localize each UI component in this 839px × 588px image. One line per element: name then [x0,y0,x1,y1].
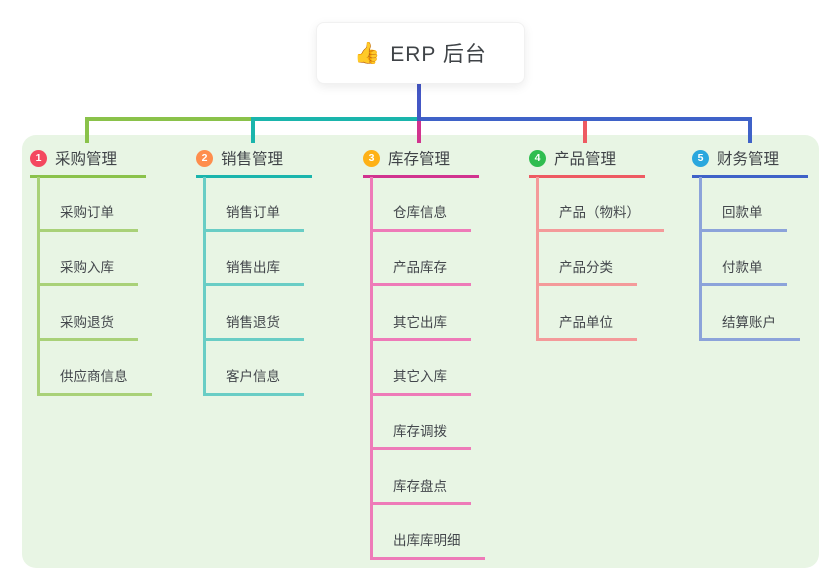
child-item[interactable]: 其它入库 [373,341,471,396]
branch-header-5[interactable]: 5 财务管理 [692,148,808,178]
child-item-label: 销售退货 [226,314,280,330]
root-node-label: ERP 后台 [390,43,487,66]
branch-label: 产品管理 [554,151,617,168]
child-item[interactable]: 客户信息 [206,341,304,396]
child-item-label: 库存盘点 [393,478,447,494]
branch-number-badge: 1 [30,149,47,167]
child-item[interactable]: 采购退货 [40,286,138,342]
child-item[interactable]: 回款单 [702,177,787,232]
root-node[interactable]: 👍 ERP 后台 [316,22,525,84]
child-item-label: 结算账户 [722,314,776,330]
branch-header-3[interactable]: 3 库存管理 [363,148,479,178]
child-item-label: 库存调拨 [393,423,447,439]
child-item[interactable]: 其它出库 [373,286,471,342]
child-item-label: 供应商信息 [60,369,128,385]
branch-children-4: 产品（物料） 产品分类产品单位 [536,177,664,342]
child-item-label: 客户信息 [226,369,280,385]
child-item-label: 回款单 [722,205,763,221]
child-item-label: 销售出库 [226,259,280,275]
branch-number-badge: 3 [363,149,380,167]
child-item[interactable]: 库存调拨 [373,396,471,451]
child-item[interactable]: 产品（物料） [539,177,664,232]
thumbs-up-icon: 👍 [354,41,381,65]
child-item[interactable]: 销售订单 [206,177,304,232]
branch-children-2: 销售订单销售出库销售退货客户信息 [203,177,304,396]
branch-number-badge: 2 [196,149,213,167]
branch-children-3: 仓库信息产品库存其它出库其它入库库存调拨库存盘点出库库明细 [370,177,485,560]
branch-children-1: 采购订单采购入库采购退货供应商信息 [37,177,152,396]
child-item[interactable]: 仓库信息 [373,177,471,232]
child-item-label: 产品（物料） [559,205,640,221]
child-item[interactable]: 出库库明细 [373,505,485,560]
branch-header-2[interactable]: 2 销售管理 [196,148,312,178]
branch-label: 采购管理 [55,151,118,168]
child-item-label: 采购订单 [60,205,114,221]
child-item[interactable]: 销售出库 [206,232,304,287]
child-item-label: 销售订单 [226,205,280,221]
child-item[interactable]: 产品分类 [539,232,637,287]
child-item[interactable]: 产品单位 [539,286,637,342]
child-item[interactable]: 采购订单 [40,177,138,232]
child-item-label: 产品库存 [393,259,447,275]
branch-number-badge: 5 [692,149,709,167]
branch-header-4[interactable]: 4 产品管理 [529,148,645,178]
child-item-label: 产品单位 [559,314,613,330]
child-item-label: 付款单 [722,259,763,275]
branch-number-badge: 4 [529,149,546,167]
child-item-label: 仓库信息 [393,205,447,221]
branch-label: 销售管理 [221,151,284,168]
child-item[interactable]: 供应商信息 [40,341,152,396]
child-item[interactable]: 付款单 [702,232,787,287]
child-item[interactable]: 销售退货 [206,286,304,342]
child-item[interactable]: 库存盘点 [373,450,471,506]
branch-label: 财务管理 [717,151,780,168]
child-item[interactable]: 产品库存 [373,232,471,287]
child-item[interactable]: 结算账户 [702,286,800,342]
child-item-label: 产品分类 [559,259,613,275]
branch-header-1[interactable]: 1 采购管理 [30,148,146,178]
child-item-label: 其它入库 [393,369,447,385]
branch-label: 库存管理 [388,151,451,168]
branch-children-5: 回款单付款单结算账户 [699,177,800,342]
child-item-label: 采购退货 [60,314,114,330]
child-item-label: 其它出库 [393,314,447,330]
branch-panel [22,135,819,568]
child-item[interactable]: 采购入库 [40,232,138,287]
child-item-label: 采购入库 [60,259,114,275]
child-item-label: 出库库明细 [393,533,461,549]
